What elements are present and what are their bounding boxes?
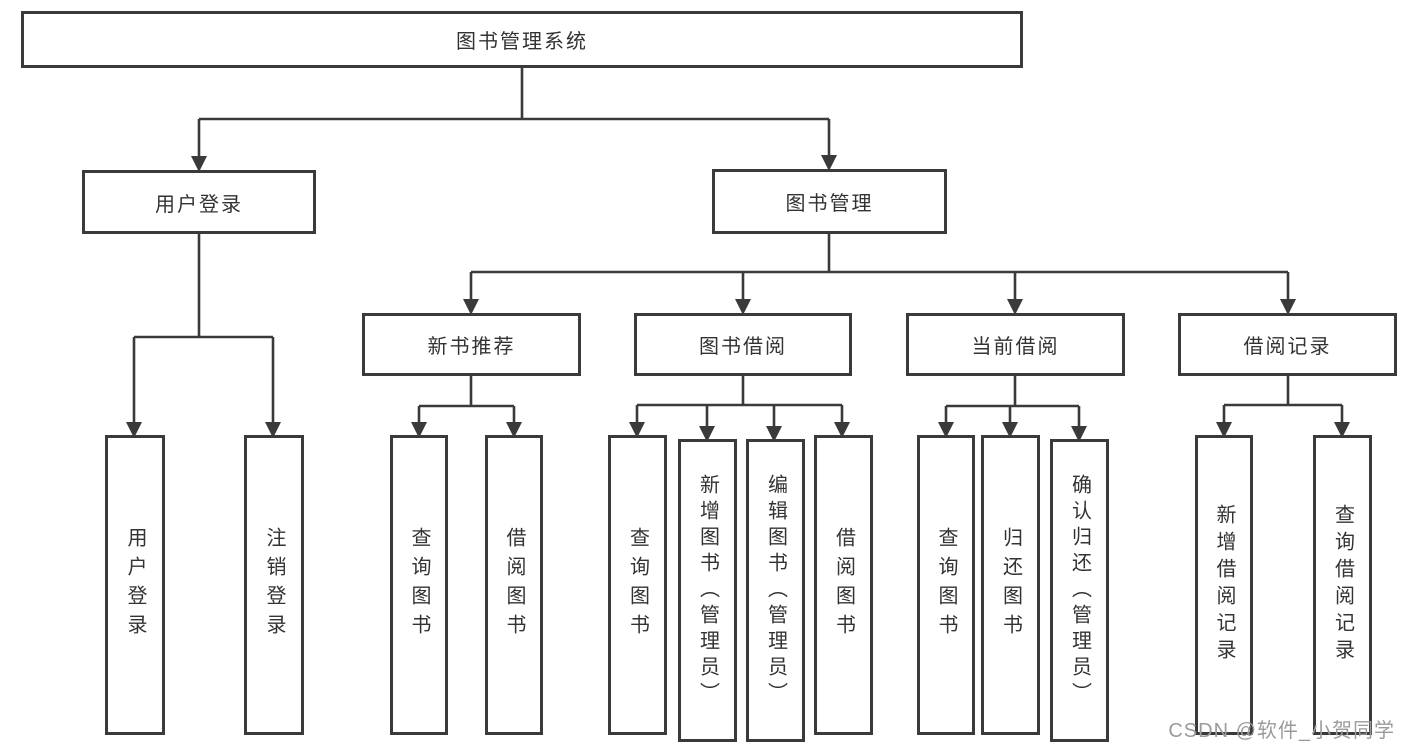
leaf-logout: 注销登录 — [244, 435, 304, 735]
node-book-management-label: 图书管理 — [785, 193, 874, 215]
leaf-query-books-current-label: 查询图书 — [935, 527, 957, 643]
leaf-user-login: 用户登录 — [105, 435, 165, 735]
leaf-logout-label: 注销登录 — [263, 527, 285, 643]
leaf-borrow-books-borrowing-label: 借阅图书 — [832, 527, 855, 643]
leaf-borrow-books-recommend: 借阅图书 — [485, 435, 543, 735]
leaf-return-books-label: 归还图书 — [999, 527, 1022, 643]
node-library-management-system-label: 图书管理系统 — [456, 31, 588, 53]
node-book-management: 图书管理 — [712, 169, 947, 234]
node-new-book-recommendation: 新书推荐 — [362, 313, 581, 376]
leaf-borrow-books-recommend-label: 借阅图书 — [503, 527, 525, 643]
leaf-query-borrow-record: 查询借阅记录 — [1313, 435, 1372, 735]
leaf-add-borrow-record-label: 新增借阅记录 — [1213, 504, 1235, 666]
leaf-query-books-recommend: 查询图书 — [390, 435, 448, 735]
leaf-edit-book-admin-label: 编辑图书（管理员） — [764, 473, 787, 708]
node-new-book-recommendation-label: 新书推荐 — [427, 336, 516, 358]
node-current-borrowing-label: 当前借阅 — [971, 336, 1060, 358]
node-user-login: 用户登录 — [82, 170, 316, 234]
leaf-add-book-admin: 新增图书（管理员） — [678, 439, 737, 742]
node-library-management-system: 图书管理系统 — [21, 11, 1023, 68]
leaf-confirm-return-admin: 确认归还（管理员） — [1050, 439, 1109, 742]
node-book-borrowing: 图书借阅 — [634, 313, 852, 376]
leaf-query-books-recommend-label: 查询图书 — [408, 527, 430, 643]
leaf-add-borrow-record: 新增借阅记录 — [1195, 435, 1253, 735]
leaf-user-login-label: 用户登录 — [124, 527, 146, 643]
leaf-confirm-return-admin-label: 确认归还（管理员） — [1068, 473, 1091, 708]
node-book-borrowing-label: 图书借阅 — [699, 336, 787, 358]
csdn-watermark: CSDN @软件_小贺同学 — [1168, 720, 1395, 742]
node-borrowing-records: 借阅记录 — [1178, 313, 1397, 376]
leaf-edit-book-admin: 编辑图书（管理员） — [746, 439, 805, 742]
node-user-login-label: 用户登录 — [155, 193, 243, 216]
node-borrowing-records-label: 借阅记录 — [1243, 336, 1332, 358]
leaf-query-books-borrowing: 查询图书 — [608, 435, 667, 735]
leaf-borrow-books-borrowing: 借阅图书 — [814, 435, 873, 735]
leaf-add-book-admin-label: 新增图书（管理员） — [696, 473, 719, 708]
leaf-query-borrow-record-label: 查询借阅记录 — [1331, 504, 1354, 666]
leaf-query-books-current: 查询图书 — [917, 435, 975, 735]
node-current-borrowing: 当前借阅 — [906, 313, 1125, 376]
leaf-return-books: 归还图书 — [981, 435, 1040, 735]
leaf-query-books-borrowing-label: 查询图书 — [626, 527, 649, 643]
